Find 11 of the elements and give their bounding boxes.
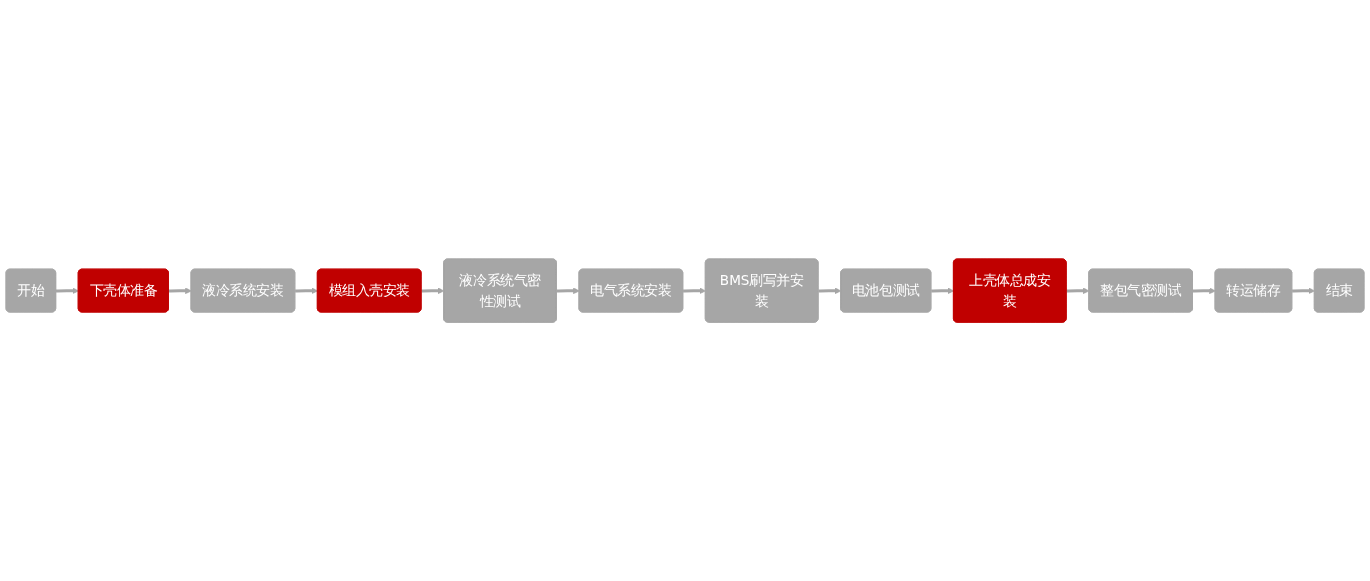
arrow — [931, 287, 955, 294]
arrow — [421, 287, 445, 294]
arrow — [168, 287, 192, 294]
arrow — [556, 287, 580, 294]
arrow — [1192, 287, 1216, 294]
arrow — [56, 287, 79, 294]
arrow — [295, 287, 318, 294]
arrow — [683, 287, 706, 294]
arrow — [818, 287, 842, 294]
arrow — [1292, 287, 1315, 294]
arrow — [1066, 287, 1090, 294]
